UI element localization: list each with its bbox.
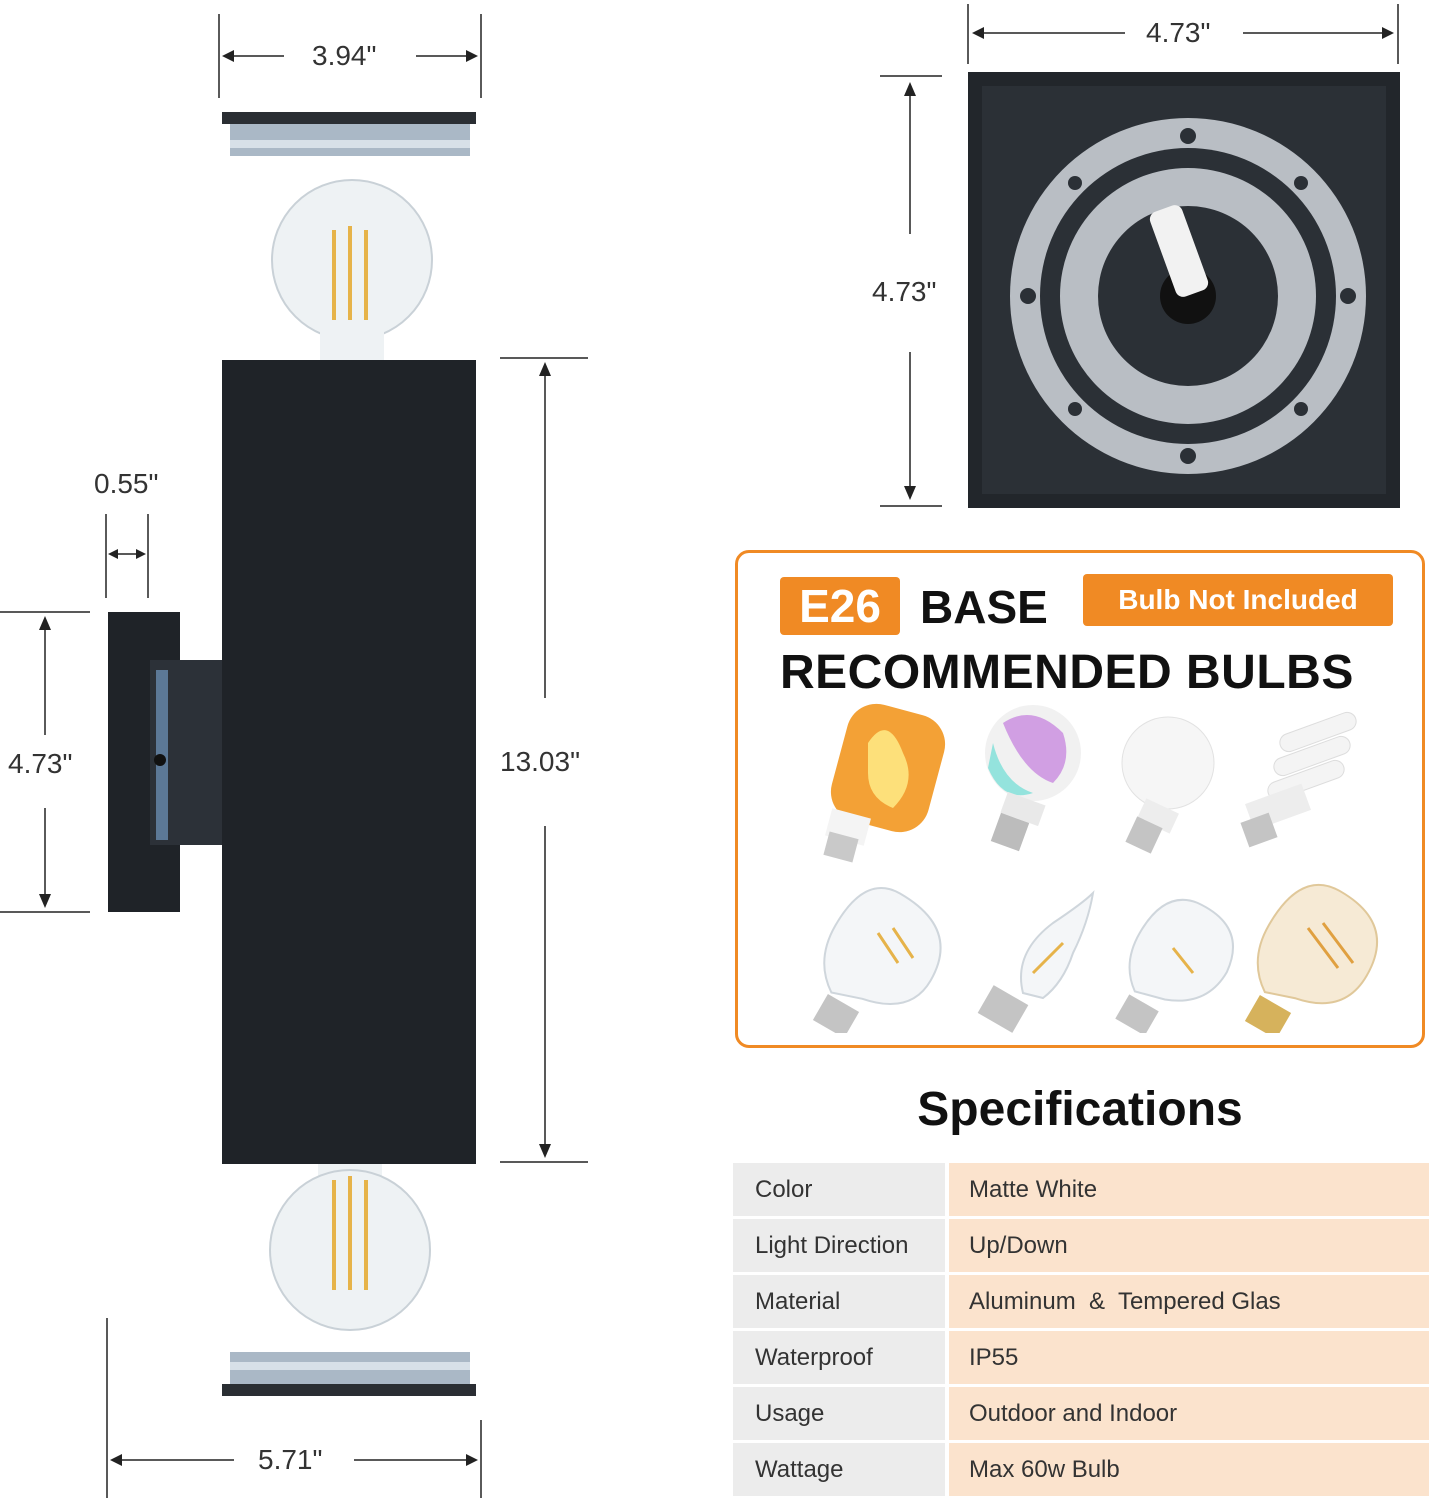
candle-bulb-icon	[977, 890, 1095, 1033]
bottom-bulb-icon	[269, 1164, 431, 1331]
dimension-lines	[0, 14, 588, 1498]
dimension-plate-width: 4.73"	[1142, 17, 1215, 49]
table-row: Light Direction Up/Down	[733, 1219, 1429, 1272]
spec-value: Outdoor and Indoor	[949, 1387, 1429, 1440]
amber-edison-icon	[1244, 883, 1379, 1033]
edison-st58-icon	[1115, 898, 1234, 1033]
bulb-not-included-badge: Bulb Not Included	[1083, 574, 1393, 626]
table-row: Material Aluminum & Tempered Glas	[733, 1275, 1429, 1328]
spec-value: Matte White	[949, 1163, 1429, 1216]
dimension-depth: 0.55"	[90, 468, 163, 500]
mounting-bracket-icon	[1010, 118, 1366, 474]
spec-value: Up/Down	[949, 1219, 1429, 1272]
bulb-gallery	[812, 703, 1379, 1033]
spec-key: Light Direction	[733, 1219, 945, 1272]
top-bulb-icon	[271, 179, 433, 360]
spec-value: IP55	[949, 1331, 1429, 1384]
top-cap	[222, 112, 476, 124]
base-label: BASE	[920, 581, 1048, 633]
dimension-plate-height: 4.73"	[868, 276, 941, 308]
specifications-table: Color Matte White Light Direction Up/Dow…	[733, 1160, 1429, 1499]
mounting-plate-drawing	[880, 4, 1400, 508]
spiral-cfl-icon	[1240, 711, 1357, 848]
dimension-top-width: 3.94"	[308, 40, 381, 72]
table-row: Waterproof IP55	[733, 1331, 1429, 1384]
fixture-body	[222, 360, 476, 1164]
spec-key: Material	[733, 1275, 945, 1328]
base-badge: E26	[780, 577, 900, 635]
dimension-plate-height-side: 4.73"	[4, 748, 77, 780]
spec-key: Usage	[733, 1387, 945, 1440]
edison-st64-icon	[812, 887, 942, 1033]
spec-key: Wattage	[733, 1443, 945, 1496]
flame-bulb-icon	[823, 703, 946, 863]
dimension-bottom-width: 5.71"	[254, 1444, 327, 1476]
bottom-cap	[222, 1384, 476, 1396]
recommended-bulbs-panel: E26 BASE Bulb Not Included RECOMMENDED B…	[735, 550, 1425, 1048]
dimension-arrows	[39, 50, 551, 1466]
table-row: Color Matte White	[733, 1163, 1429, 1216]
spec-value: Max 60w Bulb	[949, 1443, 1429, 1496]
spec-value: Aluminum & Tempered Glas	[949, 1275, 1429, 1328]
spec-key: Waterproof	[733, 1331, 945, 1384]
led-bulb-icon	[1121, 716, 1215, 854]
recommended-bulbs-heading: RECOMMENDED BULBS	[780, 646, 1354, 699]
dimension-body-height: 13.03"	[496, 746, 585, 778]
table-row: Wattage Max 60w Bulb	[733, 1443, 1429, 1496]
fixture-dimension-drawing	[0, 14, 588, 1498]
specifications-title: Specifications	[917, 1083, 1243, 1136]
spec-key: Color	[733, 1163, 945, 1216]
rgb-bulb-icon	[985, 705, 1081, 852]
table-row: Usage Outdoor and Indoor	[733, 1387, 1429, 1440]
